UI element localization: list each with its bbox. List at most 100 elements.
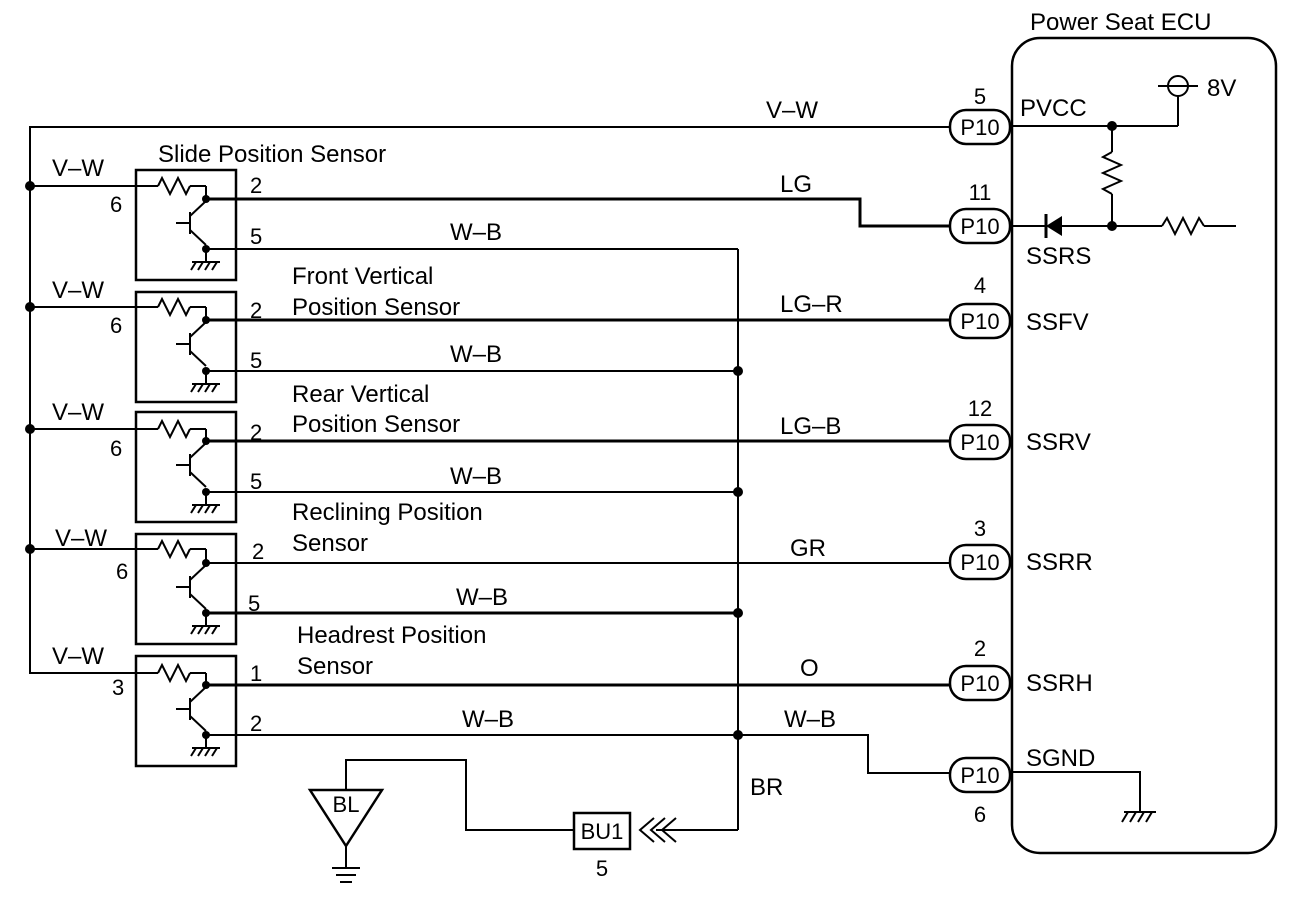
- connector-p10-ssrh: P10 2: [948, 636, 1012, 702]
- sensor-power-pin: 6: [110, 436, 122, 461]
- pin-ssrh: 2: [974, 636, 986, 661]
- sensor-ground-wire-label: W–B: [450, 341, 502, 368]
- sensor-power-pin: 6: [116, 559, 128, 584]
- sensor-signal-wire-label: LG–R: [780, 291, 843, 318]
- svg-text:P10: P10: [960, 550, 999, 575]
- sensor-power-wire-label: V–W: [55, 525, 107, 552]
- body-ground-wire-label: BR: [750, 774, 783, 801]
- sensor-reclining: V–W 6 Reclining Position Sensor 2 5: [25, 499, 950, 646]
- sensor-ground-pin: 5: [250, 224, 262, 249]
- pin-ssrv: 12: [968, 396, 992, 421]
- sensor-headrest: V–W 3 Headrest Position Sensor 1 2: [52, 622, 950, 768]
- sensor-signal-pin: 2: [252, 539, 264, 564]
- sensor-name: Headrest Position: [297, 622, 486, 649]
- connector-p10-ssrv: P10 12: [948, 396, 1012, 461]
- sensor-ground-pin: 5: [248, 591, 260, 616]
- svg-text:P10: P10: [960, 214, 999, 239]
- sensor-name-line2: Position Sensor: [292, 411, 460, 438]
- sensor-signal-pin: 2: [250, 298, 262, 323]
- connector-p10-ssrr: P10 3: [948, 516, 1012, 581]
- sensor-ground-wire-label: W–B: [450, 463, 502, 490]
- sensor-name: Reclining Position: [292, 499, 483, 526]
- sensor-name-line2: Sensor: [292, 530, 368, 557]
- bu1-pin: 5: [596, 856, 608, 881]
- terminal-ssrr: SSRR: [1026, 549, 1093, 576]
- terminal-sgnd: SGND: [1026, 745, 1095, 772]
- terminal-pvcc: PVCC: [1020, 95, 1087, 122]
- sensor-front-vertical: V–W 6 Front Vertical Position Sensor 2: [25, 263, 950, 404]
- pin-ssrs: 11: [969, 180, 992, 205]
- ecu-box: [1010, 36, 1278, 855]
- ecu-voltage: 8V: [1207, 75, 1236, 102]
- supply-8v-icon: [1158, 75, 1198, 126]
- svg-text:P10: P10: [960, 430, 999, 455]
- sensor-circuit-icon: [136, 296, 220, 393]
- sensor-signal-wire-label: O: [800, 655, 819, 682]
- sensor-ground-pin: 5: [250, 348, 262, 373]
- sensor-name: Slide Position Sensor: [158, 141, 386, 168]
- sensor-box: [134, 290, 238, 404]
- sensor-signal-pin: 1: [250, 661, 262, 686]
- sensor-box: [134, 410, 238, 524]
- sensor-ground-wire-label: W–B: [456, 584, 508, 611]
- sensor-signal-pin: 2: [250, 173, 262, 198]
- connector-p10-sgnd: P10 6: [948, 756, 1012, 827]
- sensor-ground-wire-label: W–B: [462, 706, 514, 733]
- svg-text:P10: P10: [960, 309, 999, 334]
- svg-text:P10: P10: [960, 115, 999, 140]
- sensor-box: [134, 532, 238, 646]
- terminal-ssfv: SSFV: [1026, 309, 1089, 336]
- sensor-name: Front Vertical: [292, 263, 433, 290]
- sensor-power-pin: 6: [110, 313, 122, 338]
- sensor-name-line2: Position Sensor: [292, 294, 460, 321]
- sensor-power-pin: 3: [112, 675, 124, 700]
- sensor-signal-wire-label: LG: [780, 171, 812, 198]
- bl-ground-point-icon: [307, 788, 385, 883]
- sensor-ground-wire-label: W–B: [450, 219, 502, 246]
- sensor-circuit-icon: [136, 175, 220, 271]
- terminal-ssrh: SSRH: [1026, 670, 1093, 697]
- sensor-signal-wire: [206, 197, 950, 228]
- connector-p10-pvcc: P10 5: [948, 84, 1012, 146]
- pin-ssfv: 4: [974, 273, 986, 298]
- connector-p10-ssrs: P10 11: [948, 180, 1012, 245]
- ecu-title: Power Seat ECU: [1030, 9, 1211, 36]
- sensor-signal-wire-label: GR: [790, 535, 826, 562]
- bu1-connector-arrow-icon: [638, 817, 677, 843]
- sensor-slide: V–W 6 Slide Position Sensor 2 5 LG W–B: [25, 141, 950, 282]
- terminal-ssrs: SSRS: [1026, 243, 1091, 270]
- sensor-box: [134, 654, 238, 768]
- sgnd-wire: [738, 734, 950, 774]
- svg-text:P10: P10: [960, 671, 999, 696]
- connector-p10-ssfv: P10 4: [948, 273, 1012, 340]
- sensor-name-line2: Sensor: [297, 653, 373, 680]
- pin-ssrr: 3: [974, 516, 986, 541]
- sensor-signal-pin: 2: [250, 420, 262, 445]
- sgnd-internal-wire: [1012, 771, 1141, 812]
- pin-pvcc: 5: [974, 84, 986, 109]
- bl-label: BL: [333, 792, 360, 817]
- sensor-circuit-icon: [136, 538, 220, 635]
- sensor-power-pin: 6: [110, 192, 122, 217]
- sensor-circuit-icon: [136, 662, 220, 757]
- sgnd-wire-label: W–B: [784, 706, 836, 733]
- sensor-power-wire-label: V–W: [52, 399, 104, 426]
- sensor-name: Rear Vertical: [292, 381, 429, 408]
- sensor-ground-pin: 2: [250, 711, 262, 736]
- terminal-ssrv: SSRV: [1026, 429, 1091, 456]
- sensor-circuit-icon: [136, 418, 220, 514]
- pullup-resistor-icon: [1100, 126, 1124, 226]
- sensor-power-wire-label: V–W: [52, 155, 104, 182]
- ecu-ground-icon: [1121, 811, 1156, 823]
- sensor-power-wire-label: V–W: [52, 277, 104, 304]
- diode-icon: [1044, 214, 1062, 238]
- sensor-signal-wire-label: LG–B: [780, 413, 841, 440]
- pvcc-wire-label: V–W: [766, 97, 818, 124]
- bl-ground-wire: [345, 759, 574, 831]
- sensor-power-wire-label: V–W: [52, 643, 104, 670]
- svg-text:P10: P10: [960, 763, 999, 788]
- power-bus-wire: [29, 126, 950, 674]
- bu1-label: BU1: [581, 819, 624, 844]
- sensor-box: [134, 168, 238, 282]
